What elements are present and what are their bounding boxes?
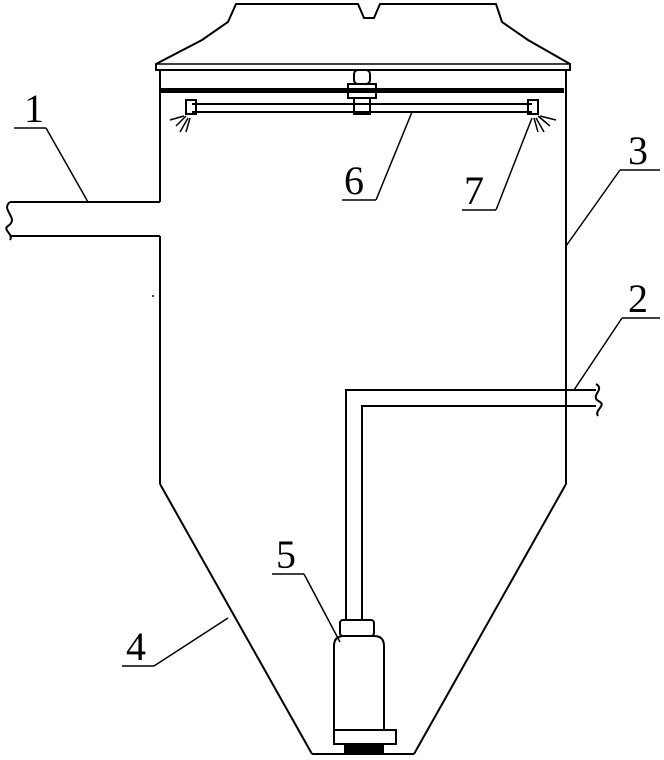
leader-lines <box>14 111 660 667</box>
pump <box>333 619 397 754</box>
nozzle-right <box>527 99 557 133</box>
spray-pipe <box>192 69 532 115</box>
label-5: 5 <box>276 532 296 577</box>
speck-mark <box>152 295 154 297</box>
top-flange <box>160 88 564 93</box>
roof-cover <box>155 3 571 71</box>
label-7: 7 <box>464 168 484 213</box>
nozzle-left <box>169 99 197 133</box>
label-6: 6 <box>344 158 364 203</box>
label-3: 3 <box>628 128 648 173</box>
tank-body <box>159 70 567 484</box>
inlet-pipe <box>5 201 160 241</box>
label-4: 4 <box>126 624 146 669</box>
label-1: 1 <box>24 86 44 131</box>
label-2: 2 <box>628 276 648 321</box>
outlet-pipe <box>345 383 603 620</box>
